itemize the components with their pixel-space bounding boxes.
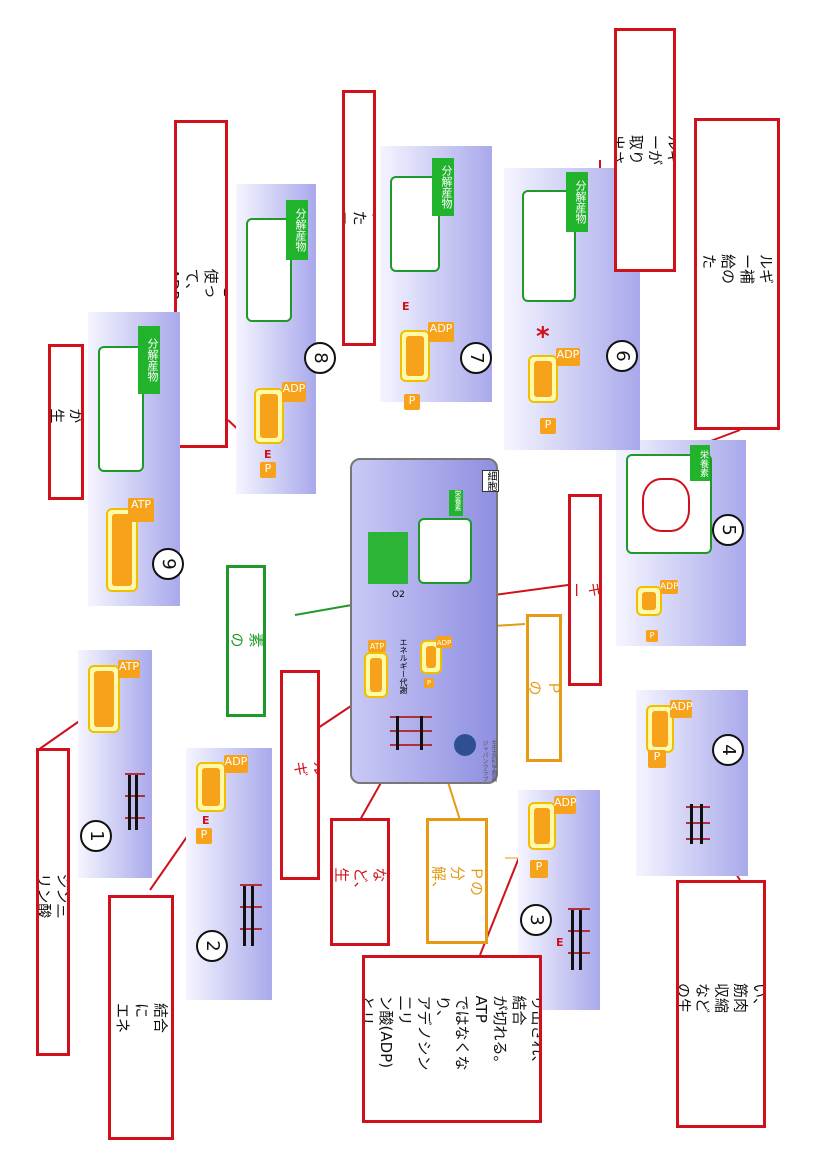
cell-muscle (390, 710, 432, 756)
adp-tag-2: ADP (224, 755, 248, 773)
adp-molecule-7 (400, 330, 430, 382)
atp-molecule-9 (106, 508, 138, 592)
step-number-7: 7 (460, 342, 492, 374)
caption-3: エネルギーが取 り出され、結合 が切れる。ATP ではなくなり、 アデノシン二リ… (362, 955, 542, 1123)
adp-tag-5: ADP (660, 580, 679, 594)
nutrient-tag-5: 栄養素 (690, 445, 710, 481)
atp-molecule-8 (254, 388, 284, 444)
muscle-fiber-4 (686, 800, 710, 848)
adp-molecule-3 (528, 802, 556, 850)
step-number-6: 6 (606, 340, 638, 372)
credit-text: 生生会科学教員 ジャパンクラブ (481, 740, 497, 782)
energy-mark-8: E (264, 448, 272, 461)
step-number-8: 8 (304, 342, 336, 374)
adp-molecule-5 (636, 586, 662, 616)
step-number-4: 4 (712, 734, 744, 766)
cell-adp-tag: ADP (436, 636, 452, 648)
breakdown-tag-8: 分解産物 (286, 200, 308, 260)
caption-5: ATPがなくなってしまったので、 エネルギー補給のため、栄養素 が細胞外から取り… (694, 118, 780, 430)
atp-tag-9: ATP (128, 498, 154, 522)
cell-nutrient-tag: 栄養素 (449, 490, 463, 516)
breakdown-tag-9: 分解産物 (138, 326, 160, 394)
cell-adp (420, 640, 442, 674)
caption-atp-consumption: ATPエネルギーの消費 (280, 670, 320, 880)
breakdown-products-9 (98, 346, 144, 472)
step-number-9: 9 (152, 548, 184, 580)
breakdown-products-8 (246, 218, 292, 322)
energy-mark-2: E (202, 814, 210, 827)
breakdown-tag-7: 分解産物 (432, 158, 454, 216)
caption-2: ATPのリン酸結合に エネルギーがある (108, 895, 174, 1140)
phosphate-5: P (646, 630, 658, 642)
phosphate-7: P (404, 394, 420, 410)
muscle-fiber-1 (125, 765, 145, 840)
caption-nutrient-breakdown: 栄養素の分解 (226, 565, 266, 717)
adp-tag-8: ADP (282, 382, 306, 402)
caption-energy-transfer: エネルギーの移行 (568, 494, 602, 686)
phosphate-4: P (648, 750, 666, 768)
adp-tag-7: ADP (428, 322, 454, 342)
energy-mark-7: E (402, 300, 410, 313)
adp-tag-6: ADP (556, 348, 580, 366)
cell-breakdown-products (368, 532, 408, 584)
phosphate-6: P (540, 418, 556, 434)
caption-9: ATPが生成 (48, 344, 84, 500)
caption-6: 栄養素が、エネルギーが 取り出され、分解される。 (614, 28, 676, 272)
adp-molecule-2 (196, 762, 226, 812)
cell-label: 細胞 (482, 470, 499, 492)
cell-atp (364, 652, 388, 698)
atp-molecule-1 (88, 665, 120, 733)
muscle-fiber-2 (240, 876, 262, 956)
caption-4: ATPのエネルギーを使い、 筋肉収縮などの生命活動 が行われる。 (676, 880, 766, 1128)
cell-nutrient-molecule (418, 518, 472, 584)
adp-molecule-6 (528, 355, 558, 403)
cell-energy-label: エネルギー代謝 (399, 638, 408, 694)
caption-7: 取り出されたエネルギー (342, 90, 376, 346)
breakdown-tag-6: 分解産物 (566, 172, 588, 232)
cell-p: P (424, 678, 434, 688)
muscle-fiber-3 (568, 900, 590, 980)
cell-o2-label: O2 (392, 590, 405, 600)
caption-muscle-activity: 筋収縮など、 生命活動 (330, 818, 390, 946)
caption-atp-generation: ＡＴＰの生成 (526, 614, 562, 762)
phosphate-3: P (530, 860, 548, 878)
breakdown-products-7 (390, 176, 440, 272)
asterisk-6: * (536, 322, 550, 352)
adp-molecule-4 (646, 705, 674, 753)
step-number-1: 1 (80, 820, 112, 852)
step-number-5: 5 (712, 514, 744, 546)
caption-1: アデノシン三リン酸（ATP） (36, 748, 70, 1056)
phosphate-2: P (196, 828, 212, 844)
adp-tag-3: ADP (554, 796, 577, 814)
caption-atp-breakdown: ＡＴＰの 分解、消費 (426, 818, 488, 944)
cell-nucleus (454, 734, 476, 756)
step-number-2: 2 (196, 930, 228, 962)
step-number-3: 3 (520, 904, 552, 936)
cell-atp-tag: ATP (368, 640, 386, 652)
cell-diagram (350, 458, 498, 784)
atp-tag-1: ATP (118, 660, 140, 678)
adp-tag-4: ADP (670, 700, 693, 718)
energy-mark-3: E (556, 936, 564, 949)
phosphate-8: P (260, 462, 276, 478)
caption-8: 取り出されたエネルギーを使って、 ADPにリン酸を結合させる (174, 120, 228, 448)
ring-5 (642, 478, 690, 532)
